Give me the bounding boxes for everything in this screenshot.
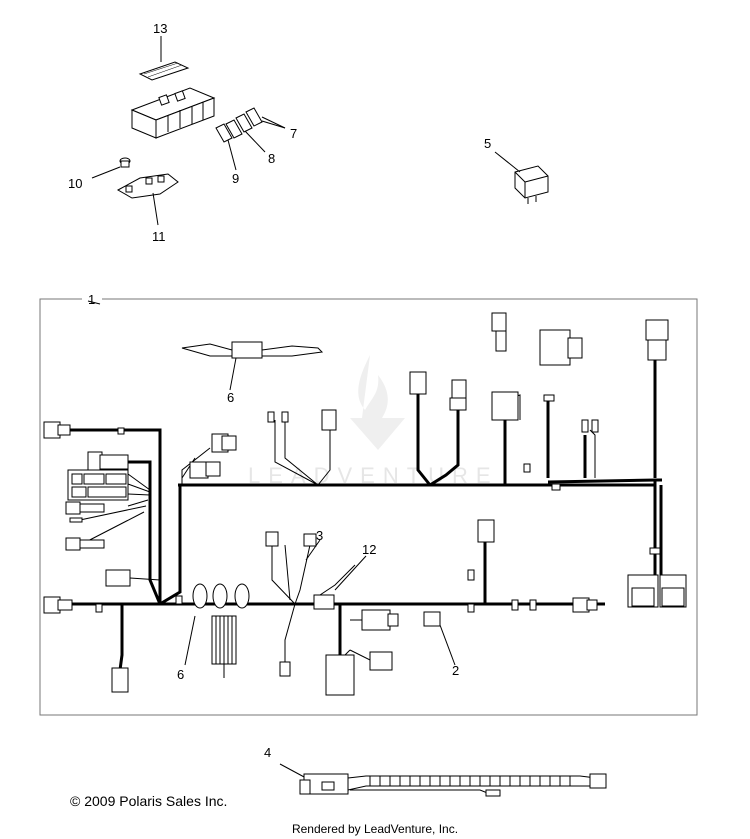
harness-clips: [95, 427, 661, 613]
part-10-screw: [91, 157, 131, 179]
copyright-text: © 2009 Polaris Sales Inc.: [70, 793, 228, 809]
callout-12: 12: [362, 542, 376, 557]
callout-2: 2: [452, 663, 459, 678]
part-4-harness: [299, 773, 607, 797]
callout-13: 13: [153, 21, 167, 36]
part-13-label-pad: [138, 61, 190, 81]
main-harness: [70, 360, 663, 671]
part-7-8-9-fuses: [215, 107, 286, 171]
harness-frame: [39, 298, 698, 716]
callout-6-bottom: 6: [177, 667, 184, 682]
callout-8: 8: [268, 151, 275, 166]
leader-lines: [160, 36, 367, 779]
part-fuse-box: [130, 87, 216, 139]
callout-numbers: 13 7 8 9 10 11 5 1 6 3 12 6 2 4: [68, 21, 491, 760]
callout-4: 4: [264, 745, 271, 760]
callout-3: 3: [316, 528, 323, 543]
rendered-by-text: Rendered by LeadVenture, Inc.: [291, 822, 459, 836]
callout-11: 11: [152, 229, 166, 244]
callout-9: 9: [232, 171, 239, 186]
callout-5: 5: [484, 136, 491, 151]
callout-10: 10: [68, 176, 82, 191]
part-5-relay: [494, 151, 549, 204]
connectors: [43, 312, 687, 696]
callout-6-top: 6: [227, 390, 234, 405]
callout-7: 7: [290, 126, 297, 141]
part-11-bracket: [116, 173, 179, 226]
callout-1: 1: [88, 292, 95, 307]
